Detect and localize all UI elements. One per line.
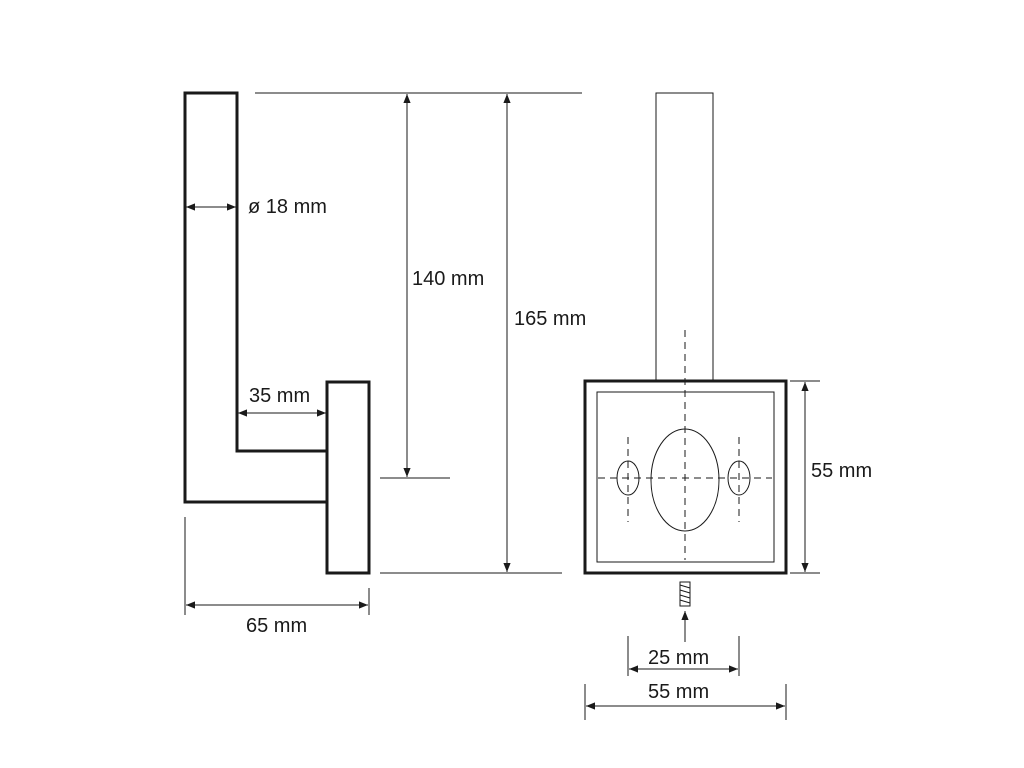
- inner-height-label: 140 mm: [412, 268, 484, 290]
- wall-plate-side: [325, 380, 371, 575]
- front-view: [583, 92, 788, 575]
- screw-icon: [679, 581, 691, 642]
- hole-spacing-dimension: 25 mm: [627, 636, 740, 676]
- plate-width-label: 55 mm: [648, 681, 709, 703]
- depth-label: 65 mm: [246, 615, 307, 637]
- holder-rod-front: [655, 92, 714, 382]
- plate-width-dimension: 55 mm: [584, 681, 787, 720]
- plate-height-label: 55 mm: [811, 460, 872, 482]
- hole-spacing-label: 25 mm: [648, 647, 709, 669]
- holder-arm-profile: [183, 91, 329, 504]
- total-height-dimension: 165 mm: [503, 94, 586, 572]
- side-view: [183, 91, 371, 575]
- arm-length-label: 35 mm: [249, 385, 310, 407]
- diameter-label: ø 18 mm: [248, 196, 327, 218]
- arm-length-dimension: 35 mm: [238, 385, 326, 417]
- total-height-label: 165 mm: [514, 308, 586, 330]
- inner-height-dimension: 140 mm: [403, 94, 484, 477]
- plate-height-dimension: 55 mm: [790, 380, 872, 574]
- depth-dimension: 65 mm: [184, 517, 370, 637]
- diameter-dimension: ø 18 mm: [186, 196, 327, 218]
